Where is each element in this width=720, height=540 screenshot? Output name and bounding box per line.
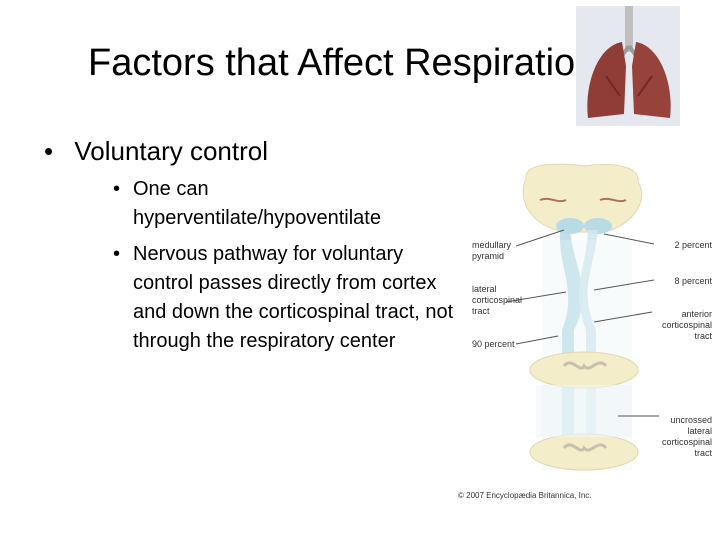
bullet-voluntary-control: • Voluntary control: [44, 136, 268, 167]
label-anterior-tract: tract: [694, 331, 712, 341]
label-2-percent: 2 percent: [674, 240, 712, 250]
label-uncrossed-lateral: lateral: [687, 426, 712, 436]
spinal-section-2: [529, 433, 639, 471]
sub-bullet-pathway: • Nervous pathway for voluntary control …: [113, 240, 458, 356]
bullet-glyph: •: [44, 136, 54, 166]
label-lateral-tract: tract: [472, 306, 490, 316]
lungs-image: [576, 6, 680, 126]
bullet-glyph: •: [113, 243, 121, 265]
label-lateral: lateral: [472, 284, 497, 294]
label-uncrossed-tract: tract: [694, 448, 712, 458]
medulla-section: [522, 163, 643, 233]
label-lateral-corticospinal: corticospinal: [472, 295, 522, 305]
spinal-section-1: [529, 351, 639, 389]
label-anterior: anterior: [681, 309, 712, 319]
label-8-percent: 8 percent: [674, 276, 712, 286]
bullet-glyph: •: [113, 178, 121, 200]
label-pyramid: pyramid: [472, 251, 504, 261]
copyright-text: © 2007 Encyclopædia Britannica, Inc.: [458, 491, 592, 500]
bullet-text: Voluntary control: [74, 136, 269, 166]
label-medullary: medullary: [472, 240, 512, 250]
sub-bullet-text: One can hyperventilate/hypoventilate: [133, 178, 381, 229]
label-uncrossed: uncrossed: [670, 415, 712, 425]
label-90-percent: 90 percent: [472, 339, 515, 349]
label-anterior-corticospinal: corticospinal: [662, 320, 712, 330]
sub-bullet-text: Nervous pathway for voluntary control pa…: [133, 243, 454, 352]
label-uncrossed-corticospinal: corticospinal: [662, 437, 712, 447]
corticospinal-tract-diagram: medullary pyramid lateral corticospinal …: [458, 163, 712, 500]
sub-bullet-hyperventilate: • One can hyperventilate/hypoventilate: [113, 175, 458, 233]
slide-title: Factors that Affect Respiration: [88, 42, 597, 84]
